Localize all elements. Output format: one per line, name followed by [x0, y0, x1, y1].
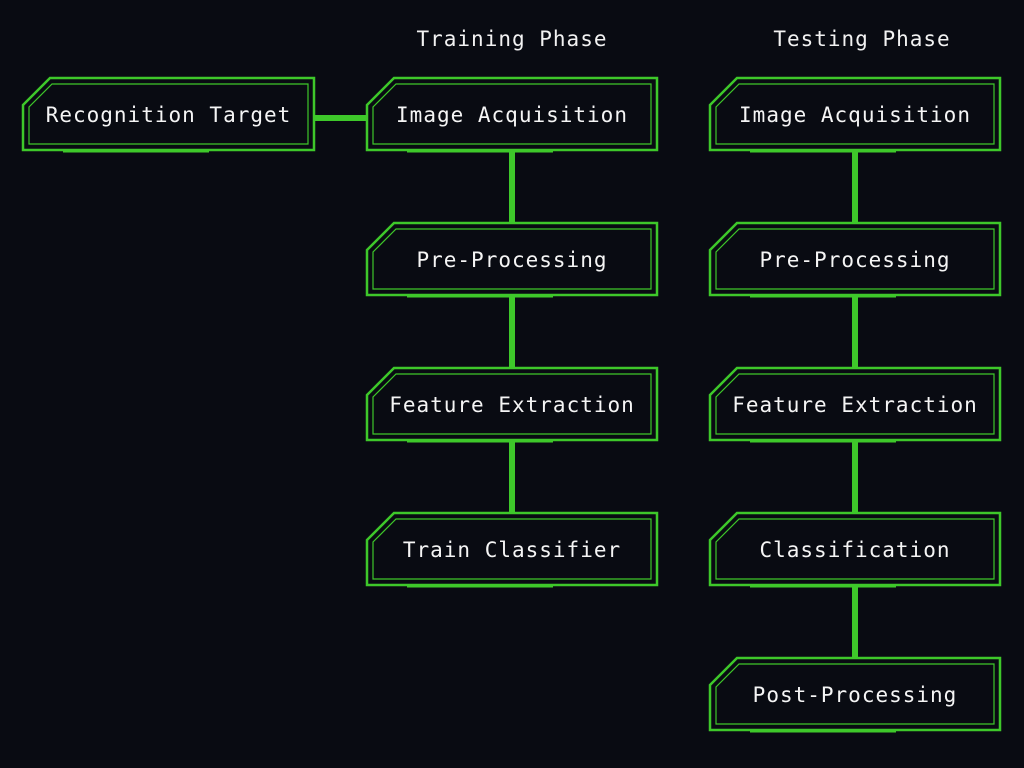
node-frame-testing-5: [708, 656, 1002, 733]
connectors: [314, 115, 858, 658]
testing-step-classification: Classification: [759, 538, 951, 562]
node-frame-training-1: [365, 76, 659, 153]
testing-step-feature-extraction: Feature Extraction: [732, 393, 978, 417]
testing-step-image-acquisition: Image Acquisition: [739, 103, 971, 127]
node-frame-training-2: [365, 221, 659, 298]
node-frame-training-4: [365, 511, 659, 588]
node-frame-testing-4: [708, 511, 1002, 588]
node-frame-testing-3: [708, 366, 1002, 443]
node-frame-testing-2: [708, 221, 1002, 298]
training-step-feature-extraction: Feature Extraction: [389, 393, 635, 417]
testing-step-pre-processing: Pre-Processing: [759, 248, 951, 272]
node-frame-testing-1: [708, 76, 1002, 153]
recognition-target-node: Recognition Target: [45, 103, 292, 127]
training-step-pre-processing: Pre-Processing: [416, 248, 608, 272]
testing-step-post-processing: Post-Processing: [752, 683, 958, 707]
training-step-train-classifier: Train Classifier: [402, 538, 622, 562]
training-step-image-acquisition: Image Acquisition: [396, 103, 628, 127]
training-phase-title: Training Phase: [416, 27, 608, 51]
node-frame-recognition-target: [21, 76, 316, 153]
testing-phase-title: Testing Phase: [773, 27, 951, 51]
node-frame-training-3: [365, 366, 659, 443]
